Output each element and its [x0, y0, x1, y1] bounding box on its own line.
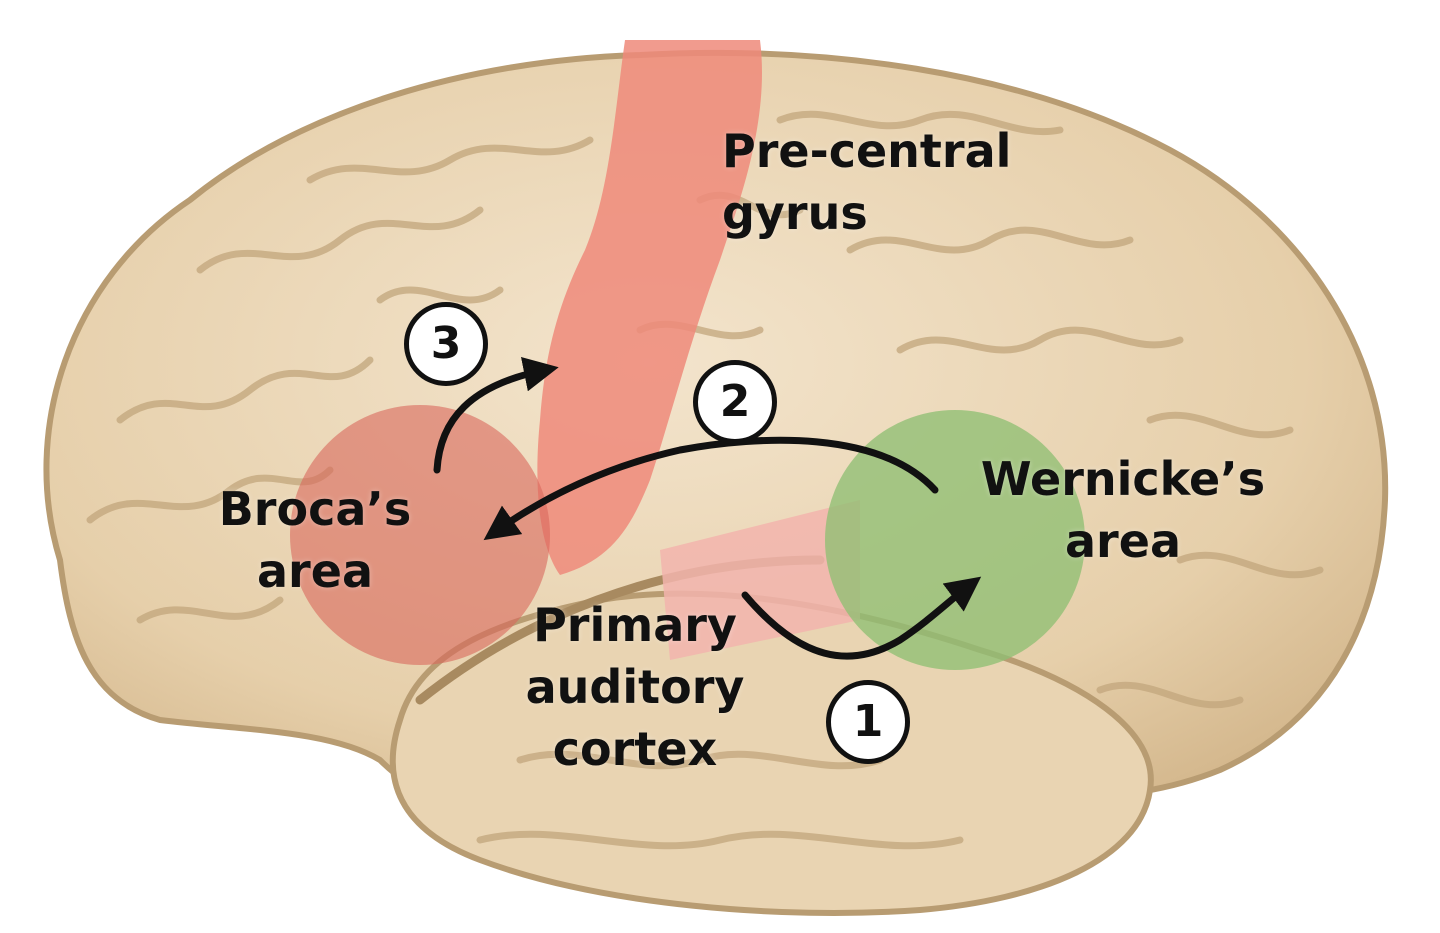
- wernicke-area-label: Wernicke’s area: [978, 448, 1268, 572]
- precentral-line1: Pre-central: [722, 124, 1012, 178]
- auditory-cortex-region: [660, 500, 860, 660]
- arrow-step-2: [483, 436, 939, 541]
- primary-auditory-cortex-label: Primary auditory cortex: [520, 594, 750, 780]
- broca-line1: Broca’s: [218, 482, 412, 536]
- broca-line2: area: [257, 544, 373, 598]
- precentral-line2: gyrus: [722, 186, 868, 240]
- wernicke-line1: Wernicke’s: [980, 452, 1266, 506]
- arrow-step-1: [741, 576, 982, 660]
- wernicke-line2: area: [1065, 514, 1181, 568]
- broca-area-label: Broca’s area: [215, 478, 415, 602]
- auditory-line3: cortex: [552, 722, 718, 776]
- step-1-marker: 1: [826, 680, 910, 764]
- precentral-gyrus-region: [537, 40, 762, 575]
- auditory-line1: Primary: [533, 598, 737, 652]
- arrow-step-3: [433, 356, 559, 474]
- wernicke-area-region: [825, 410, 1085, 670]
- broca-area-region: [290, 405, 550, 665]
- auditory-line2: auditory: [525, 660, 745, 714]
- step-2-marker: 2: [693, 360, 777, 444]
- precentral-gyrus-label: Pre-central gyrus: [722, 120, 1011, 244]
- step-3-marker: 3: [404, 302, 488, 386]
